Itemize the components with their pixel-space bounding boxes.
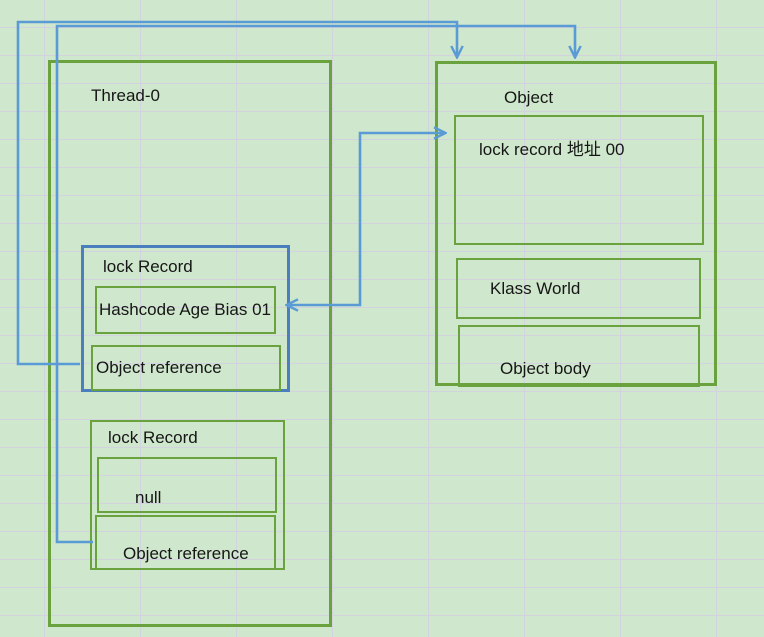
null-label: null	[135, 488, 162, 507]
object-reference-cell[interactable]: Object reference	[95, 515, 276, 570]
object-body-cell[interactable]: Object body	[458, 325, 700, 387]
thread-box-title: Thread-0	[91, 86, 160, 105]
thread-box[interactable]: Thread-0	[48, 60, 332, 627]
object-body-label: Object body	[500, 359, 591, 378]
object-reference-cell[interactable]: Object reference	[91, 345, 281, 391]
mark-word-label: Hashcode Age Bias 01	[99, 300, 272, 319]
lock-record-bottom-title: lock Record	[108, 428, 198, 447]
mark-word-cell[interactable]: null	[97, 457, 277, 513]
object-box-title: Object	[504, 88, 554, 107]
object-reference-label: Object reference	[123, 544, 249, 563]
object-reference-label: Object reference	[96, 358, 222, 377]
connector-objref-top-to-object[interactable]	[16, 20, 457, 366]
object-header-cell[interactable]: lock record 地址 00	[454, 115, 704, 245]
klass-cell[interactable]: Klass World	[456, 258, 701, 319]
object-box[interactable]: Object lock record 地址 00 Klass World Obj…	[435, 61, 717, 387]
klass-label: Klass World	[490, 278, 581, 298]
connector-markword-swap[interactable]	[288, 133, 444, 305]
connector-objref-bottom-to-object[interactable]	[55, 24, 575, 544]
lock-record-top-box[interactable]: lock Record Hashcode Age Bias 01 Object …	[81, 245, 290, 392]
object-header-label: lock record 地址 00	[479, 140, 625, 159]
lock-record-bottom-box[interactable]: lock Record null Object reference	[90, 420, 285, 570]
mark-word-cell[interactable]: Hashcode Age Bias 01	[95, 286, 276, 334]
lock-record-top-title: lock Record	[103, 257, 193, 276]
